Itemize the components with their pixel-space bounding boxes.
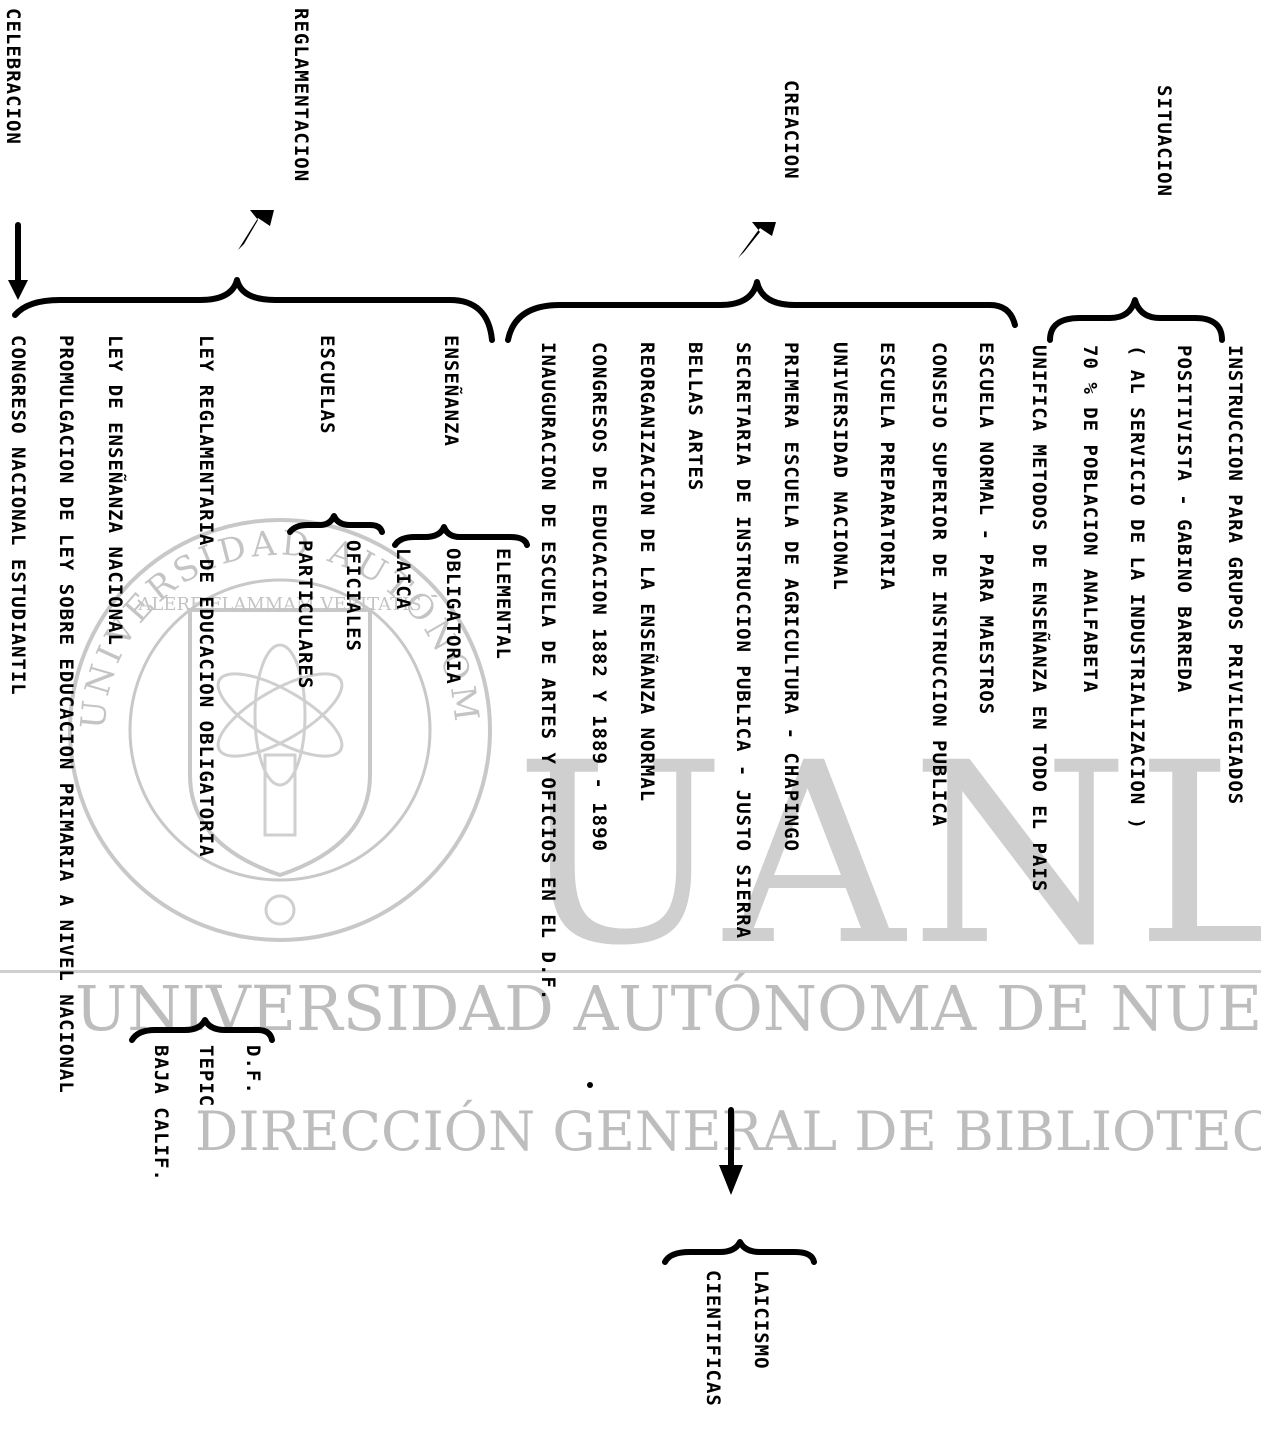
ley-brace: [129, 1017, 275, 1043]
escuelas-label: ESCUELAS: [316, 335, 338, 435]
situacion-heading: SITUACION: [1153, 85, 1175, 197]
ley-item: TEPIC: [195, 1045, 217, 1108]
creacion-item: ESCUELA PREPARATORIA: [876, 342, 898, 591]
creacion-item: CONSEJO SUPERIOR DE INSTRUCCION PUBLICA: [928, 342, 950, 828]
situacion-brace: [1047, 297, 1225, 343]
situacion-item: POSITIVISTA - GABINO BARREDA: [1173, 345, 1195, 694]
reglamentacion-arrow: [238, 210, 274, 250]
celebracion-heading: CELEBRACION: [2, 8, 24, 145]
reglamentacion-brace: [12, 277, 495, 343]
situacion-item: ( AL SERVICIO DE LA INDUSTRIALIZACION ): [1126, 345, 1148, 831]
cientificas-label: CIENTIFICAS: [702, 1270, 724, 1407]
creacion-item: UNIVERSIDAD NACIONAL: [829, 342, 851, 591]
ensenanza-item: OBLIGATORIA: [442, 548, 464, 685]
stray-dot: [587, 1082, 593, 1088]
creacion-item: INAUGURACION DE ESCUELA DE ARTES Y OFICI…: [537, 342, 559, 1002]
situacion-item: 70 % DE POBLACION ANALFABETA: [1079, 345, 1101, 694]
creacion-heading: CREACION: [780, 80, 802, 180]
uanl-watermark: UANL: [515, 709, 1261, 1000]
celebracion-item: CONGRESO NACIONAL ESTUDIANTIL: [7, 335, 29, 696]
sierra-brace: [662, 1239, 817, 1265]
ley-reglamentaria: LEY REGLAMENTARIA DE EDUCACION OBLIGATOR…: [195, 335, 217, 858]
creacion-item: PRIMERA ESCUELA DE AGRICULTURA - CHAPING…: [780, 342, 802, 852]
escuelas-item: PARTICULARES: [294, 540, 316, 690]
creacion-item: REORGANIZACION DE LA ENSEÑANZA NORMAL: [636, 342, 658, 803]
watermark-rule: [0, 970, 1261, 973]
creacion-item: SECRETARIA DE INSTRUCCION PUBLICA - JUST…: [732, 342, 754, 940]
university-name-watermark: UNIVERSIDAD AUTÓNOMA DE NUEVO LEÓN: [75, 972, 1261, 1045]
creacion-item: ESCUELA NORMAL - PARA MAESTROS: [975, 342, 997, 716]
celebracion-item: PROMULGACION DE LEY SOBRE EDUCACION PRIM…: [55, 335, 77, 1094]
situacion-item: INSTRUCCION PARA GRUPOS PRIVILEGIADOS: [1224, 345, 1246, 806]
creacion-arrow: [738, 222, 776, 258]
creacion-brace: [505, 279, 1018, 343]
ley-item: D.F.: [242, 1045, 264, 1095]
ley-ensenanza-nacional: LEY DE ENSEÑANZA NACIONAL: [104, 335, 126, 646]
laicismo-label: LAICISMO: [750, 1270, 772, 1370]
ensenanza-item: LAICA: [392, 548, 414, 611]
ley-item: BAJA CALIF.: [150, 1045, 172, 1182]
university-seal-watermark: UNIVERSIDAD AUTÓNOMA DE NUEVO LEÓN ALERE…: [65, 515, 492, 942]
sierra-arrow-head: [719, 1165, 743, 1195]
creacion-item: CONGRESOS DE EDUCACION 1882 Y 1889 - 189…: [588, 342, 610, 852]
escuelas-brace: [287, 513, 385, 535]
seal-motto: ALERE FLAMMAM VERITATIS: [137, 594, 421, 615]
celebracion-arrow-head: [8, 280, 28, 300]
ensenanza-label: ENSEÑANZA: [440, 335, 462, 447]
ensenanza-item: ELEMENTAL: [492, 548, 514, 660]
ensenanza-brace: [392, 524, 530, 548]
creacion-item: BELLAS ARTES: [684, 342, 706, 492]
reglamentacion-heading: REGLAMENTACION: [290, 8, 312, 183]
escuelas-item: OFICIALES: [342, 540, 364, 652]
situacion-item: UNIFICA METODOS DE ENSEÑANZA EN TODO EL …: [1028, 345, 1050, 893]
